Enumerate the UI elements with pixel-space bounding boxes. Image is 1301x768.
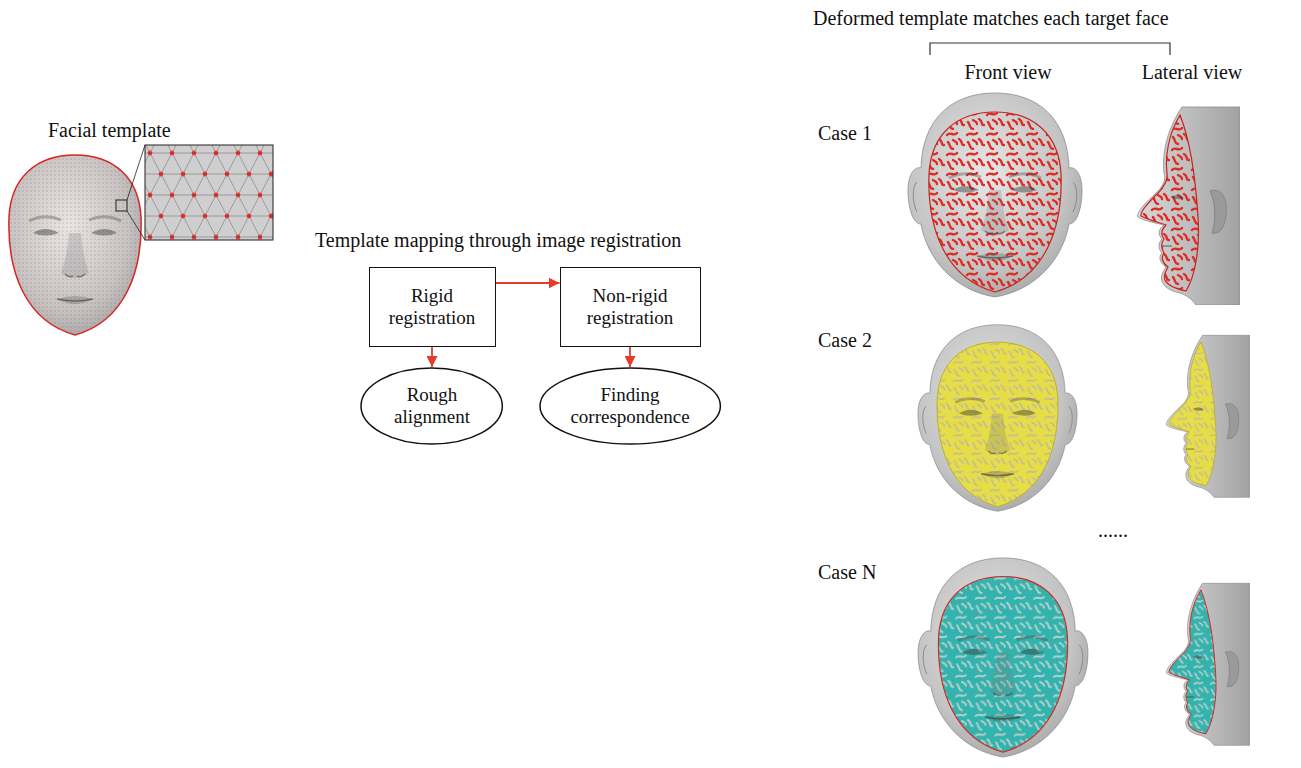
flow-arrow bbox=[431, 347, 433, 367]
case-lateral-face bbox=[1166, 583, 1250, 745]
case-label: Case 1 bbox=[818, 121, 872, 145]
template-face bbox=[9, 145, 145, 335]
ellipsis-mark: ...... bbox=[1098, 518, 1128, 542]
column-heading: Lateral view bbox=[1142, 60, 1243, 84]
case-front-face bbox=[908, 93, 1082, 297]
node-text: Rough alignment bbox=[382, 384, 482, 428]
flow-arrow bbox=[496, 282, 560, 284]
flow-arrow bbox=[629, 347, 631, 367]
section-heading: Deformed template matches each target fa… bbox=[813, 6, 1169, 30]
figure-label: Facial template bbox=[48, 118, 171, 142]
result-ellipse: Rough alignment bbox=[360, 367, 503, 445]
case-lateral-face bbox=[1138, 107, 1240, 305]
case-label: Case 2 bbox=[818, 328, 872, 352]
node-text: Finding correspondence bbox=[565, 384, 695, 428]
case-label: Case N bbox=[818, 560, 876, 584]
section-heading: Template mapping through image registrat… bbox=[315, 228, 681, 252]
column-heading: Front view bbox=[964, 60, 1051, 84]
process-box: Rigid registration bbox=[369, 267, 496, 347]
node-text: Rigid registration bbox=[380, 285, 484, 329]
case-front-face bbox=[918, 325, 1077, 512]
process-box: Non-rigid registration bbox=[560, 267, 701, 347]
case-front-face bbox=[918, 558, 1088, 757]
case-lateral-face bbox=[1166, 335, 1250, 497]
node-text: Non-rigid registration bbox=[571, 285, 689, 329]
view-bracket bbox=[930, 43, 1170, 55]
result-ellipse: Finding correspondence bbox=[539, 367, 721, 445]
mesh-inset bbox=[101, 143, 309, 240]
